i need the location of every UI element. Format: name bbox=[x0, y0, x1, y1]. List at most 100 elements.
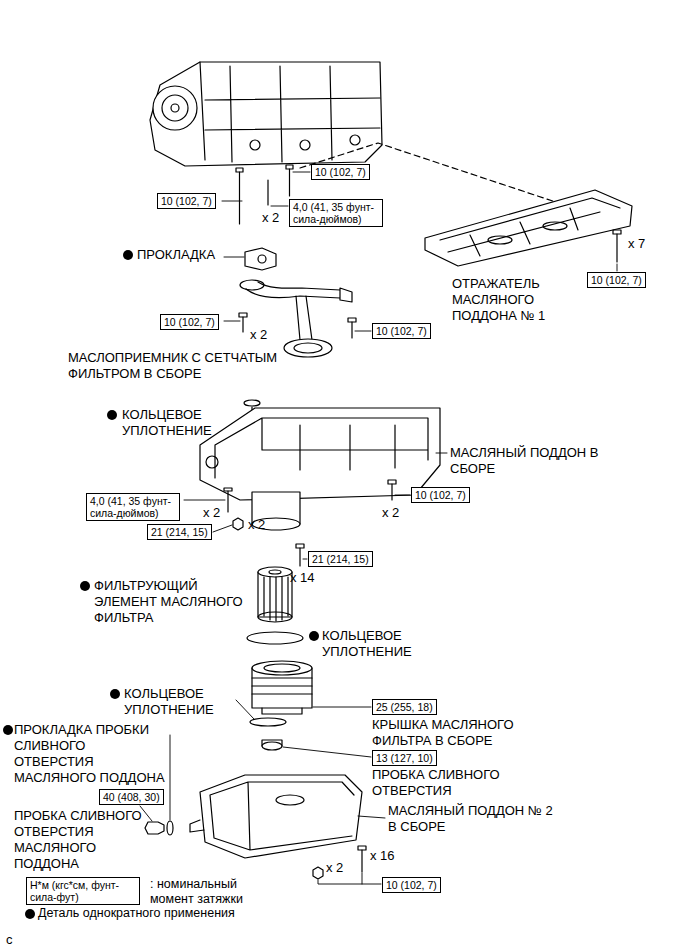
part-name: МАСЛЯНЫЙ ПОДДОН В СБОРЕ bbox=[450, 445, 620, 477]
bolt bbox=[391, 484, 392, 500]
oil-filter-cap bbox=[264, 664, 300, 672]
leader-line bbox=[224, 257, 244, 258]
quantity: x 2 bbox=[326, 860, 343, 876]
torque-value: 10 (102, 7) bbox=[164, 316, 215, 328]
engine-block bbox=[250, 140, 260, 150]
quantity: x 2 bbox=[203, 505, 220, 521]
oil-pan-baffle bbox=[425, 190, 632, 266]
torque-box: 10 (102, 7) bbox=[311, 164, 370, 180]
legend-text: : номинальный момент затяжки bbox=[150, 877, 243, 906]
single-use-mark bbox=[107, 410, 117, 420]
bolt bbox=[361, 850, 362, 872]
leader-line bbox=[293, 172, 310, 173]
torque-box: 13 (127, 10) bbox=[372, 750, 437, 766]
quantity: x 16 bbox=[370, 848, 395, 864]
oil-pan-baffle bbox=[488, 236, 512, 244]
leader-line bbox=[213, 525, 232, 532]
torque-box: 10 (102, 7) bbox=[411, 487, 470, 503]
bolt bbox=[351, 322, 352, 338]
bolt bbox=[313, 846, 366, 879]
engine-block bbox=[300, 140, 310, 150]
torque-box: 4,0 (41, 35 фунт-сила-дюймов) bbox=[86, 493, 180, 521]
torque-value: 4,0 (41, 35 фунт-сила-дюймов) bbox=[293, 201, 379, 225]
oil-pan bbox=[244, 400, 260, 406]
torque-box: 10 (102, 7) bbox=[157, 193, 216, 209]
bolt bbox=[613, 230, 621, 262]
oil-filter-element bbox=[258, 612, 292, 622]
torque-value: 10 (102, 7) bbox=[376, 325, 427, 337]
gasket bbox=[245, 248, 276, 270]
leader-line bbox=[224, 321, 240, 322]
oil-strainer bbox=[294, 343, 322, 353]
bolt bbox=[289, 169, 290, 196]
part-name: ПРОБКА СЛИВНОГО ОТВЕРСТИЯ bbox=[372, 767, 522, 799]
quantity: x 2 bbox=[250, 327, 267, 343]
bolt bbox=[313, 867, 323, 879]
oil-pan-baffle bbox=[543, 222, 567, 230]
bolt bbox=[239, 172, 240, 224]
gasket bbox=[245, 248, 276, 270]
drain-plug bbox=[262, 742, 282, 750]
torque-box: 10 (102, 7) bbox=[587, 272, 646, 288]
oil-pan bbox=[200, 408, 440, 500]
legend-text: Деталь однократного применения bbox=[38, 906, 235, 920]
torque-box: 21 (214, 15) bbox=[147, 524, 212, 540]
oil-filter-element bbox=[258, 572, 292, 617]
drain-plug bbox=[145, 822, 164, 834]
torque-value: 21 (214, 15) bbox=[312, 553, 369, 565]
part-name: ОТРАЖАТЕЛЬ МАСЛЯНОГО ПОДДОНА № 1 bbox=[452, 276, 582, 324]
bolt bbox=[233, 518, 243, 530]
part-name: МАСЛЯНЫЙ ПОДДОН № 2 В СБОРЕ bbox=[388, 803, 560, 835]
bolt bbox=[616, 234, 617, 262]
part-name: КОЛЬЦЕВОЕ УПЛОТНЕНИЕ bbox=[322, 628, 432, 660]
torque-box: 25 (255, 18) bbox=[372, 699, 437, 715]
torque-value: 10 (102, 7) bbox=[161, 195, 212, 207]
leader-line bbox=[617, 264, 618, 271]
engine-block bbox=[150, 62, 382, 166]
quantity: x 7 bbox=[628, 236, 645, 252]
torque-value: 13 (127, 10) bbox=[376, 752, 433, 764]
oil-pan bbox=[206, 456, 218, 468]
bolt bbox=[242, 317, 243, 332]
leader-line bbox=[358, 816, 385, 818]
engine-block bbox=[171, 104, 179, 112]
bolt bbox=[299, 548, 300, 566]
engine-block bbox=[200, 62, 380, 162]
oil-strainer bbox=[340, 288, 352, 302]
part-name: МАСЛОПРИЕМНИК С СЕТЧАТЫМ ФИЛЬТРОМ В СБОР… bbox=[68, 350, 328, 382]
quantity: x 2 bbox=[248, 517, 265, 533]
single-use-mark bbox=[123, 250, 133, 260]
torque-value: 4,0 (41, 35 фунт-сила-дюймов) bbox=[90, 495, 176, 519]
engine-block bbox=[150, 62, 382, 166]
oil-strainer bbox=[240, 280, 352, 357]
bolt bbox=[267, 180, 268, 205]
leader-line bbox=[313, 707, 371, 708]
leader-line bbox=[303, 559, 307, 560]
single-use-mark bbox=[25, 909, 35, 919]
oil-strainer bbox=[296, 296, 312, 340]
leader-line bbox=[271, 206, 288, 207]
oil-filter-cap bbox=[252, 661, 312, 675]
torque-box: 21 (214, 15) bbox=[308, 551, 373, 567]
legend-entry: Деталь однократного применения bbox=[38, 906, 235, 921]
oil-strainer bbox=[284, 339, 332, 357]
oil-strainer bbox=[240, 280, 264, 290]
oil-pan-baffle bbox=[425, 190, 632, 266]
oil-filter-element bbox=[258, 567, 292, 577]
single-use-mark bbox=[3, 725, 13, 735]
leader-line bbox=[140, 172, 617, 884]
part-name: ПРОБКА СЛИВНОГО ОТВЕРСТИЯ МАСЛЯНОГО ПОДД… bbox=[14, 808, 154, 872]
leader-line bbox=[222, 201, 242, 202]
legend-entry: : номинальный момент затяжки bbox=[150, 877, 255, 907]
oil-filter-cap bbox=[252, 678, 312, 714]
gasket bbox=[258, 255, 266, 263]
oil-pan-baffle bbox=[440, 198, 620, 256]
leader-line bbox=[395, 495, 410, 496]
o-ring bbox=[250, 718, 286, 726]
torque-box: 10 (102, 7) bbox=[160, 314, 219, 330]
torque-value: Н*м (кгс*см, фунт-сила-фут) bbox=[30, 879, 136, 903]
part-name: ПРОКЛАДКА ПРОБКИ СЛИВНОГО ОТВЕРСТИЯ МАСЛ… bbox=[14, 722, 166, 786]
engine-block bbox=[162, 95, 188, 121]
leader-line bbox=[184, 500, 225, 501]
part-name: КОЛЬЦЕВОЕ УПЛОТНЕНИЕ bbox=[122, 407, 232, 439]
